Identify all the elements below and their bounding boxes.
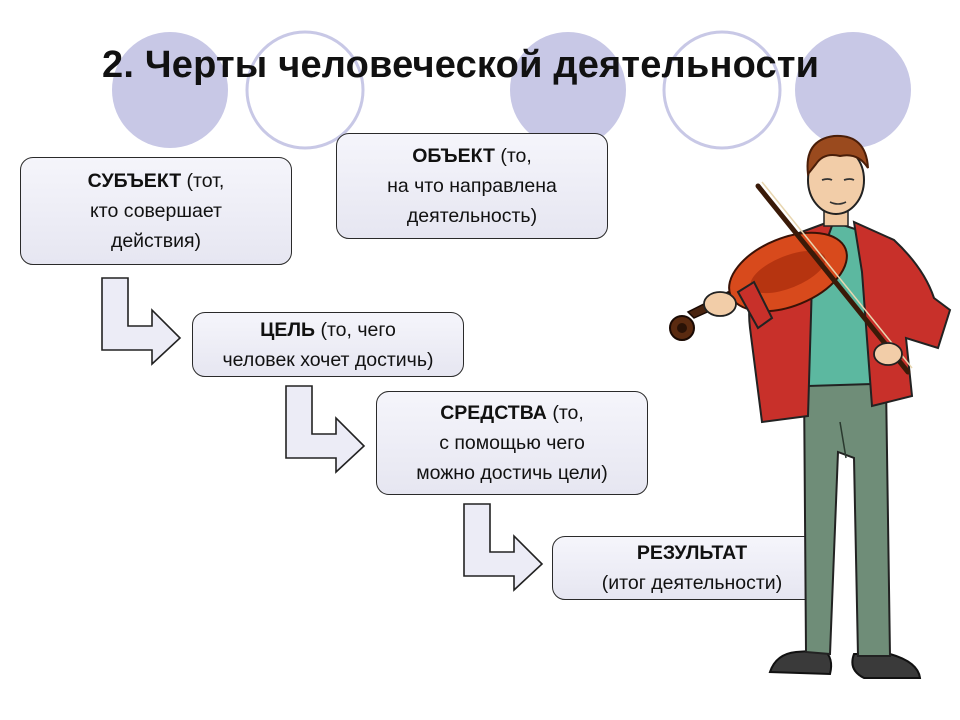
subject-line3: действия) [110,230,202,252]
means-line1: СРЕДСТВА (то, [440,402,584,424]
subject-line1: СУБЪЕКТ (тот, [87,170,225,192]
subject-box: СУБЪЕКТ (тот, кто совершает действия) [20,157,292,265]
result-term: РЕЗУЛЬТАТ [636,542,748,564]
goal-box: ЦЕЛЬ (то, чего человек хочет достичь) [192,312,464,377]
subject-line2: кто совершает [90,200,222,222]
subject-term: СУБЪЕКТ [87,170,182,192]
object-line3: деятельность) [406,205,538,227]
goal-line2: человек хочет достичь) [222,348,434,371]
object-line2: на что направлена [387,175,557,197]
object-term: ОБЪЕКТ [412,145,495,167]
violinist-icon [669,134,952,679]
means-term: СРЕДСТВА [440,402,547,424]
result-line2: (итог деятельности) [601,572,783,594]
deco-circle-outline [245,30,365,150]
goal-line1: ЦЕЛЬ (то, чего [260,318,396,341]
means-line2: с помощью чего [439,432,585,454]
means-line3: можно достичь цели) [416,462,608,484]
means-box: СРЕДСТВА (то, с помощью чего можно дости… [376,391,648,495]
deco-circle-filled [795,32,911,148]
arrow-goal-to-means [285,385,366,474]
deco-circle-outline [662,30,782,150]
object-box: ОБЪЕКТ (то, на что направлена деятельнос… [336,133,608,239]
deco-circle-filled [510,32,626,148]
goal-term: ЦЕЛЬ [260,318,316,341]
arrow-subject-to-goal [101,277,182,366]
arrow-means-to-result [463,503,544,592]
object-line1: ОБЪЕКТ (то, [412,145,532,167]
result-line1: РЕЗУЛЬТАТ [637,538,747,568]
deco-circle-filled [112,32,228,148]
page-title: 2. Черты человеческой деятельности [102,44,820,86]
